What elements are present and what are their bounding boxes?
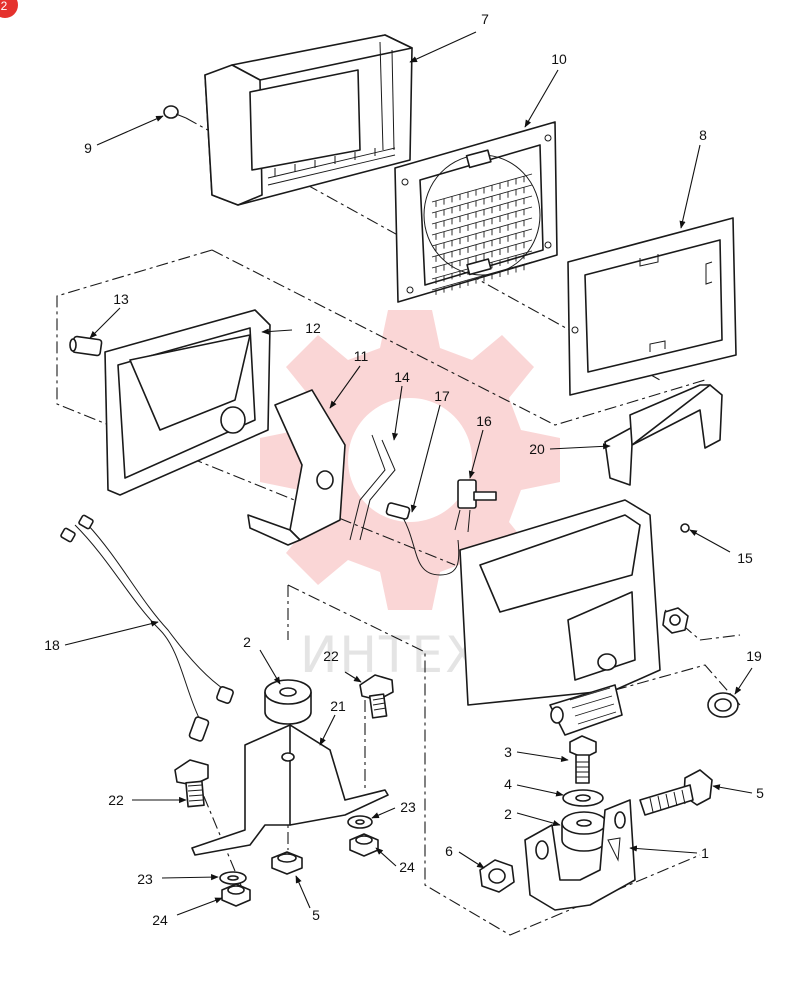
callout-24-right: 24 (399, 859, 415, 875)
callout-10: 10 (551, 51, 567, 67)
bracket-part-11 (247, 389, 346, 546)
callout-9: 9 (84, 140, 92, 156)
callout-15: 15 (737, 550, 753, 566)
watermark-text: ИНТЕХ (300, 626, 481, 684)
bolt-part-3 (569, 735, 597, 784)
callout-3: 3 (504, 744, 512, 760)
callout-8: 8 (699, 127, 707, 143)
page-badge: 2 (0, 0, 18, 18)
callout-4: 4 (504, 776, 512, 792)
callout-19: 19 (746, 648, 762, 664)
washer-part-4 (562, 789, 604, 807)
callout-2-lower: 2 (504, 806, 512, 822)
callout-2-upper: 2 (243, 634, 251, 650)
grille-slat (431, 206, 533, 236)
grille-slat (431, 173, 533, 203)
lead-part-17 (385, 502, 460, 576)
callout-24-lower: 24 (152, 912, 168, 928)
grille-slat (431, 184, 533, 214)
grille-slat (431, 261, 533, 291)
nut-part-6 (479, 859, 515, 893)
grommet-part-19 (707, 692, 739, 718)
gear-watermark-icon (260, 310, 560, 610)
callout-22-upper: 22 (323, 648, 339, 664)
nut-part-24-right (349, 833, 379, 857)
mount-bracket-part-21 (191, 724, 389, 856)
page-badge-label: 2 (1, 0, 8, 13)
bolt-part-22-lower (174, 759, 209, 808)
bezel-frame-part-7 (204, 34, 413, 206)
grille-slat (431, 195, 533, 225)
callout-13: 13 (113, 291, 129, 307)
watermark: ИНТЕХ (260, 310, 560, 684)
isolator-part-2-upper (264, 679, 312, 725)
callout-12: 12 (305, 320, 321, 336)
callout-23-lower: 23 (137, 871, 153, 887)
housing-part-12 (104, 309, 271, 496)
callout-20: 20 (529, 441, 545, 457)
callout-17: 17 (434, 388, 450, 404)
screw-part-15 (680, 523, 690, 533)
bolt-part-22-upper (359, 674, 394, 719)
nut-part-5-center (271, 851, 303, 875)
switch-part-16 (454, 479, 497, 533)
nut-part-24-lower (221, 883, 251, 907)
callout-16: 16 (476, 413, 492, 429)
hood-part-20 (604, 384, 723, 486)
callout-5-center: 5 (312, 907, 320, 923)
callout-labels: 7 9 10 8 13 12 11 14 17 16 20 15 18 2 22… (44, 11, 764, 928)
callout-22-lower: 22 (108, 792, 124, 808)
screw-part-9 (163, 105, 187, 119)
grille-plate-part-10 (394, 121, 558, 303)
callout-23-right: 23 (400, 799, 416, 815)
grille-slat (431, 217, 533, 247)
callout-5-right: 5 (756, 785, 764, 801)
base-bracket-part-1 (524, 799, 636, 911)
callout-6: 6 (445, 843, 453, 859)
connector-part-13 (69, 335, 103, 357)
conductor-part-14 (349, 434, 396, 541)
gasket-part-8 (567, 217, 737, 396)
callout-14: 14 (394, 369, 410, 385)
nut-housing-side (662, 607, 689, 634)
washer-part-23-right (347, 815, 373, 829)
bolt-part-5-right (639, 769, 713, 816)
main-housing-assembly (459, 499, 661, 736)
callout-7: 7 (481, 11, 489, 27)
grille-slat (431, 228, 533, 258)
grille-slat (431, 239, 533, 269)
callout-21: 21 (330, 698, 346, 714)
washer-part-23-lower (219, 871, 247, 885)
isolator-part-2-lower (561, 811, 607, 852)
leader-lines (64, 31, 753, 916)
callout-18: 18 (44, 637, 60, 653)
wiring-harness-part-18 (60, 514, 234, 742)
callout-1: 1 (701, 845, 709, 861)
callout-11: 11 (354, 348, 369, 364)
